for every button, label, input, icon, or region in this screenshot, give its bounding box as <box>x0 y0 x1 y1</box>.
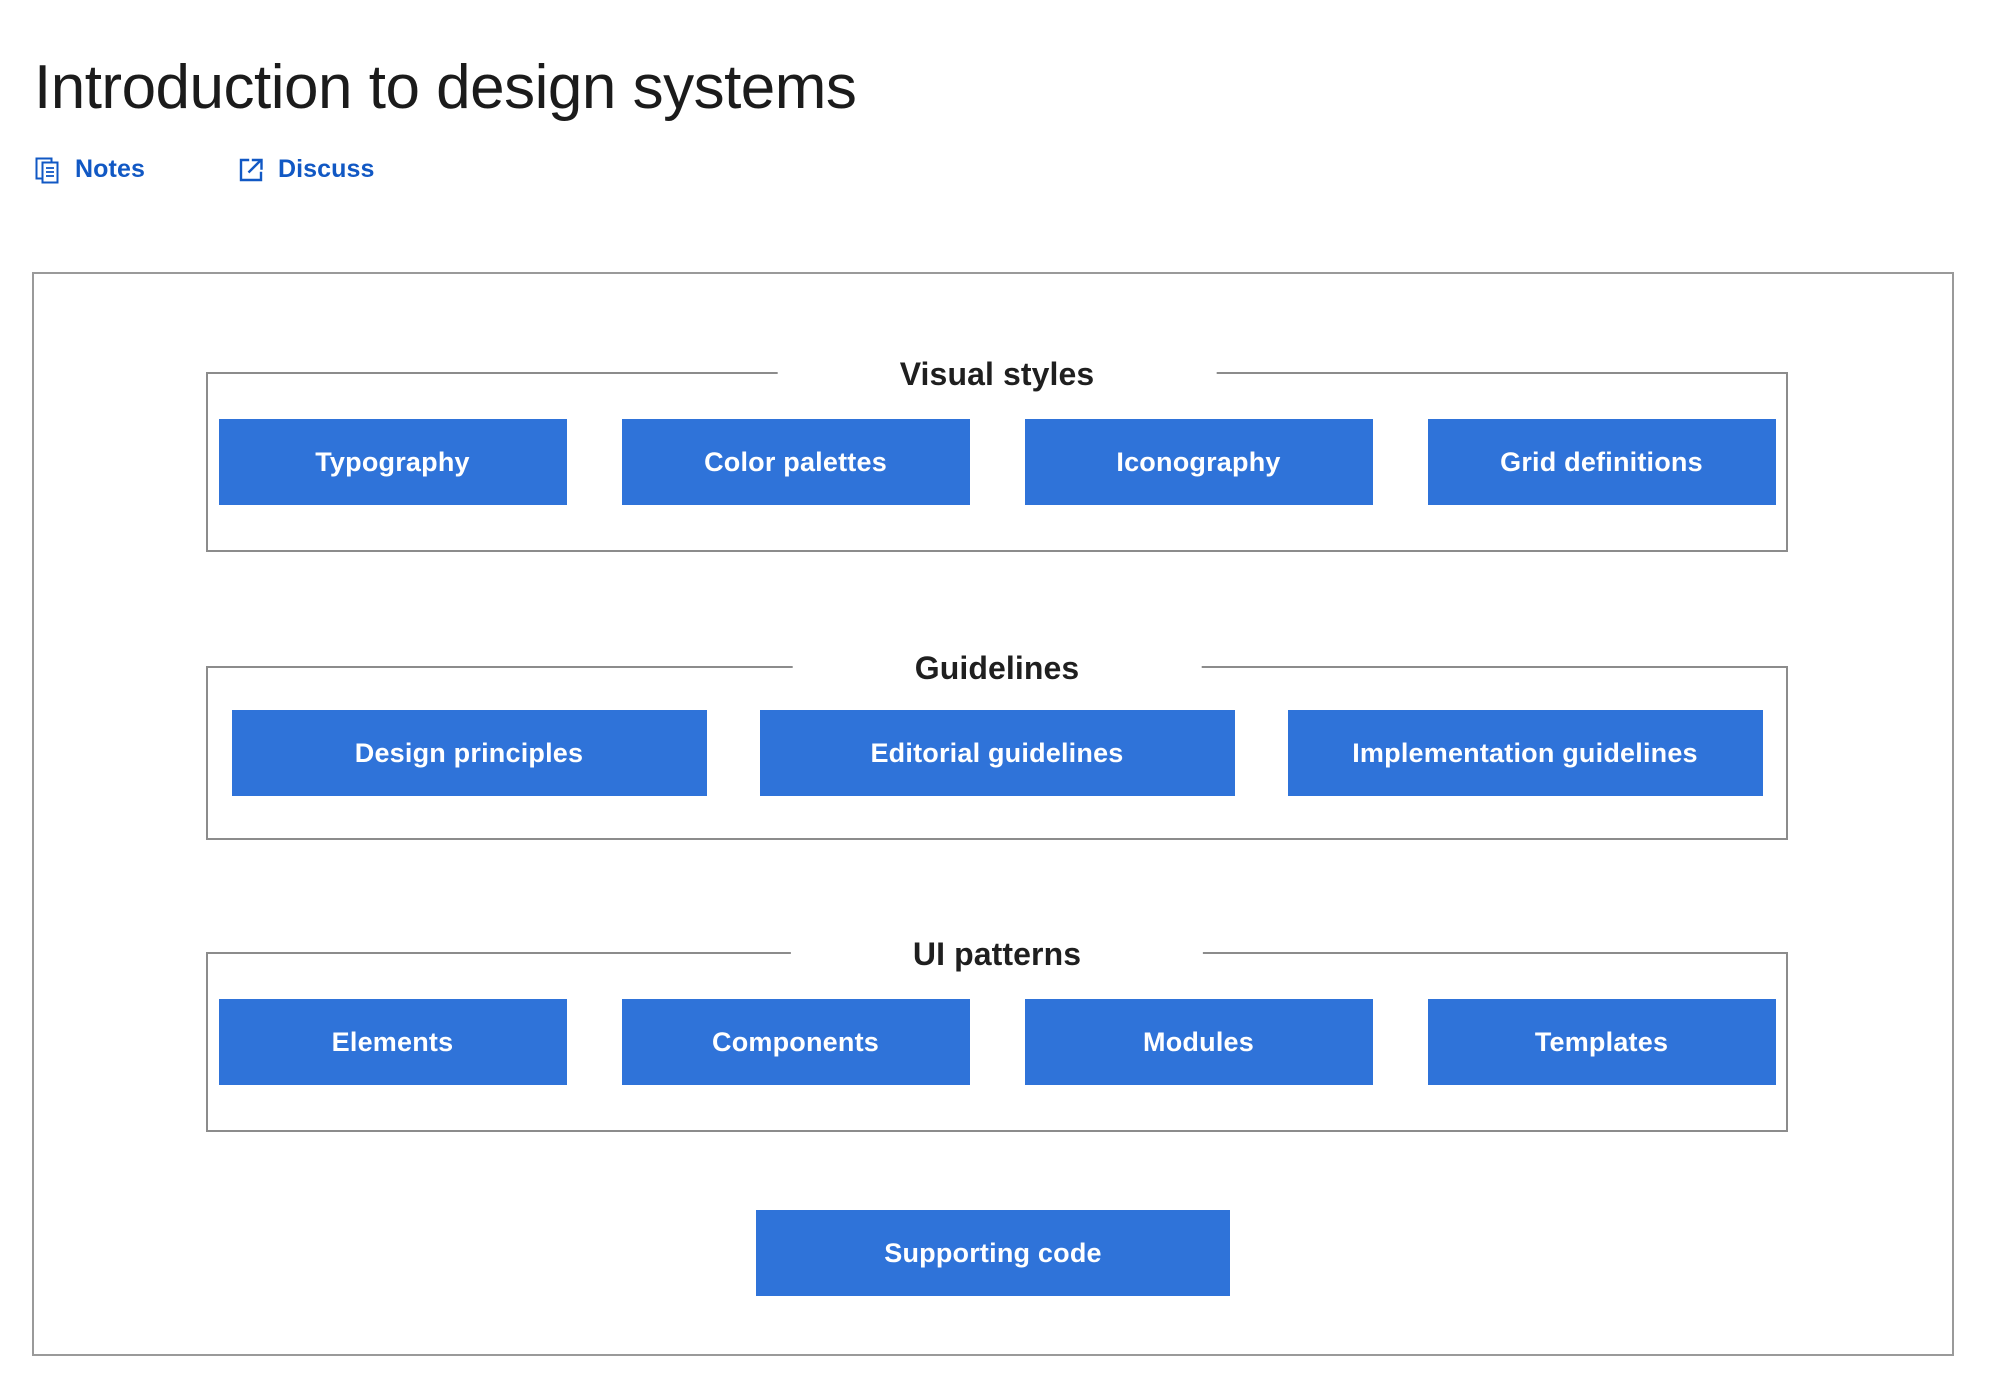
node-templates[interactable]: Templates <box>1427 999 1776 1085</box>
notes-link-label: Notes <box>75 155 145 183</box>
notes-document-icon <box>34 156 62 184</box>
group-legend-ui-patterns: UI patterns <box>790 928 1204 980</box>
group-legend-visual-styles: Visual styles <box>777 348 1217 400</box>
node-typography[interactable]: Typography <box>218 419 567 505</box>
supporting-code-row: Supporting code <box>34 1210 1952 1296</box>
node-label: Modules <box>1143 1026 1254 1057</box>
node-grid-definitions[interactable]: Grid definitions <box>1427 419 1776 505</box>
node-label: Editorial guidelines <box>870 737 1124 768</box>
node-components[interactable]: Components <box>621 999 970 1085</box>
node-label: Components <box>712 1026 879 1057</box>
node-elements[interactable]: Elements <box>218 999 567 1085</box>
group-visual-styles: Visual styles Typography Color palettes … <box>206 348 1788 552</box>
group-visual-styles-items: Typography Color palettes Iconography Gr… <box>208 374 1786 550</box>
node-label: Grid definitions <box>1500 446 1703 477</box>
node-editorial-guidelines[interactable]: Editorial guidelines <box>759 710 1235 796</box>
node-label: Implementation guidelines <box>1352 737 1698 768</box>
node-label: Color palettes <box>704 446 887 477</box>
page-title: Introduction to design systems <box>34 52 857 122</box>
node-supporting-code[interactable]: Supporting code <box>756 1210 1230 1296</box>
node-label: Typography <box>315 446 470 477</box>
design-system-diagram: Visual styles Typography Color palettes … <box>32 272 1954 1356</box>
action-bar: Notes Discuss <box>34 155 375 184</box>
group-ui-patterns-items: Elements Components Modules Templates <box>208 954 1786 1130</box>
node-label: Elements <box>331 1026 454 1057</box>
node-label: Supporting code <box>884 1237 1102 1268</box>
group-legend-guidelines: Guidelines <box>792 642 1202 694</box>
node-color-palettes[interactable]: Color palettes <box>621 419 970 505</box>
notes-link[interactable]: Notes <box>34 155 145 184</box>
node-label: Design principles <box>354 737 584 768</box>
discuss-link-label: Discuss <box>277 155 375 183</box>
group-guidelines: Guidelines Design principles Editorial g… <box>206 642 1788 840</box>
node-iconography[interactable]: Iconography <box>1024 419 1373 505</box>
discuss-link[interactable]: Discuss <box>237 155 375 184</box>
node-implementation-guidelines[interactable]: Implementation guidelines <box>1287 710 1763 796</box>
node-label: Templates <box>1534 1026 1669 1057</box>
node-modules[interactable]: Modules <box>1024 999 1373 1085</box>
external-link-icon <box>237 156 265 184</box>
group-ui-patterns: UI patterns Elements Components Modules … <box>206 928 1788 1132</box>
group-guidelines-items: Design principles Editorial guidelines I… <box>208 668 1786 838</box>
node-label: Iconography <box>1116 446 1281 477</box>
node-design-principles[interactable]: Design principles <box>231 710 707 796</box>
